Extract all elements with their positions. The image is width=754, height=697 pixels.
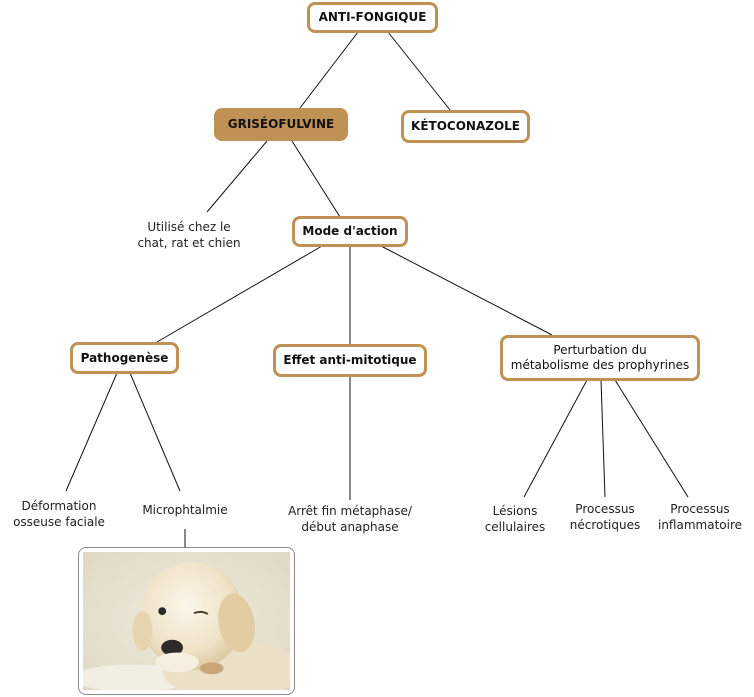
puppy-photo (83, 552, 290, 690)
node-perturbation-line-1: Perturbation du (553, 343, 647, 357)
leaf-necrotiques-line-1: Processus (575, 502, 635, 516)
link-mode-pathogenese (156, 245, 323, 343)
leaf-lesions-line-2: cellulaires (484, 520, 546, 534)
leaf-deformation-line-1: Déformation (21, 499, 97, 513)
leaf-necrotiques: Processus nécrotiques (560, 501, 650, 533)
usage-line-2: chat, rat et chien (137, 236, 241, 250)
node-ketoconazole[interactable]: KÉTOCONAZOLE (401, 110, 530, 143)
usage-line-1: Utilisé chez le (147, 220, 231, 234)
link-mode-perturbation (380, 245, 553, 336)
node-anti-fongique-label: ANTI-FONGIQUE (318, 10, 427, 24)
image-container (78, 547, 295, 695)
link-pathogenese-deformation (65, 372, 118, 492)
leaf-deformation-line-2: osseuse faciale (13, 515, 105, 529)
node-ketoconazole-label: KÉTOCONAZOLE (411, 119, 520, 133)
link-root-ketoconazole (387, 31, 451, 111)
puppy-illustration (83, 552, 290, 690)
usage-text: Utilisé chez le chat, rat et chien (124, 219, 254, 251)
leaf-lesions-line-1: Lésions (492, 504, 538, 518)
leaf-arret: Arrêt fin métaphase/ début anaphase (275, 503, 425, 535)
link-root-griseofulvine (299, 31, 359, 109)
leaf-microphtalmie-line-1: Microphtalmie (142, 503, 228, 517)
link-pathogenese-microphtalmie (129, 372, 181, 492)
leaf-lesions: Lésions cellulaires (470, 503, 560, 535)
leaf-arret-line-1: Arrêt fin métaphase/ (288, 504, 412, 518)
leaf-arret-line-2: début anaphase (301, 520, 399, 534)
link-perturbation-lesions (523, 379, 588, 498)
node-effet-anti-mitotique[interactable]: Effet anti-mitotique (273, 344, 427, 377)
node-griseofulvine[interactable]: GRISÉOFULVINE (214, 108, 348, 141)
node-effet-anti-mitotique-label: Effet anti-mitotique (283, 353, 417, 367)
link-perturbation-inflammatoire (614, 379, 689, 498)
leaf-necrotiques-line-2: nécrotiques (569, 518, 641, 532)
link-perturbation-necrotiques (600, 379, 606, 498)
node-perturbation[interactable]: Perturbation du métabolisme des prophyri… (500, 335, 700, 381)
node-anti-fongique[interactable]: ANTI-FONGIQUE (307, 2, 438, 33)
leaf-inflammatoire-line-1: Processus (670, 502, 730, 516)
node-mode-action-label: Mode d'action (302, 224, 398, 238)
leaf-microphtalmie: Microphtalmie (130, 502, 240, 518)
leaf-inflammatoire: Processus inflammatoire (648, 501, 752, 533)
link-griseofulvine-usage (206, 140, 268, 213)
node-pathogenese-label: Pathogenèse (80, 350, 169, 365)
link-griseofulvine-mode (291, 140, 341, 218)
node-mode-action[interactable]: Mode d'action (292, 216, 408, 247)
node-griseofulvine-label: GRISÉOFULVINE (227, 117, 335, 131)
leaf-inflammatoire-line-2: inflammatoire (657, 518, 743, 532)
leaf-deformation: Déformation osseuse faciale (4, 498, 114, 530)
node-perturbation-line-2: métabolisme des prophyrines (510, 358, 690, 372)
node-pathogenese[interactable]: Pathogenèse (70, 342, 179, 374)
